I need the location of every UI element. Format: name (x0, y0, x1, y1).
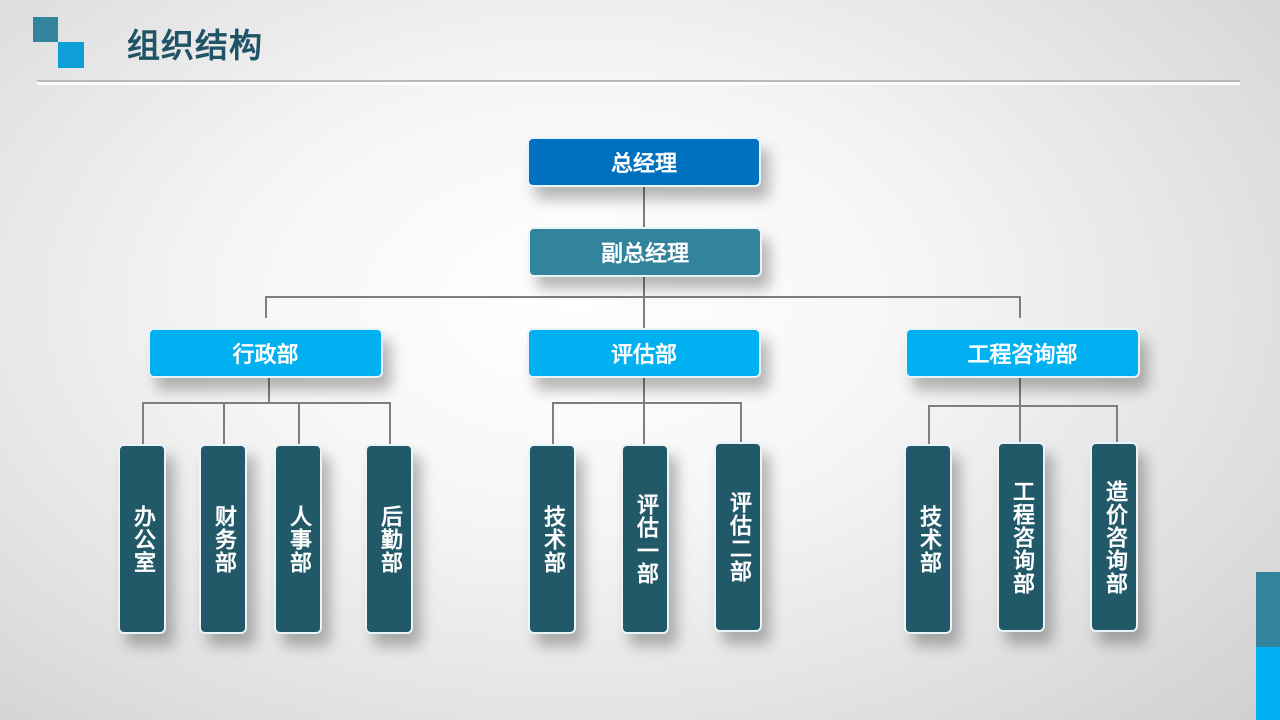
node-label: 评估部 (610, 343, 677, 368)
header-divider (37, 80, 1240, 82)
node-label: 副总经理 (600, 242, 689, 267)
node-deputy-general-manager[interactable]: 副总经理 (528, 227, 762, 277)
connector-leaf (142, 402, 144, 445)
connector-dept2-down (643, 377, 645, 445)
node-general-manager[interactable]: 总经理 (527, 137, 761, 187)
node-leaf-logistics[interactable]: 后勤部 (365, 444, 413, 634)
node-label: 后勤部 (377, 504, 402, 574)
connector-dept2-bus (552, 402, 742, 404)
logo-square-dark (33, 17, 58, 42)
node-leaf-assessment-2[interactable]: 评估二部 (714, 442, 762, 632)
connector-leaf (740, 402, 742, 443)
connector-dept-3 (1019, 296, 1021, 318)
connector-dept-1 (265, 296, 267, 318)
node-dept-administration[interactable]: 行政部 (148, 328, 383, 378)
node-leaf-finance[interactable]: 财务部 (199, 444, 247, 634)
node-leaf-office[interactable]: 办公室 (118, 444, 166, 634)
node-label: 办公室 (130, 504, 155, 574)
connector-leaf (298, 402, 300, 445)
connector-dept-bus (266, 296, 1021, 298)
connector-top-vice (643, 186, 645, 228)
connector-leaf (928, 405, 930, 445)
node-label: 总经理 (610, 152, 677, 177)
node-label: 造价咨询部 (1102, 479, 1127, 595)
page-title: 组织结构 (127, 26, 263, 65)
node-label: 财务部 (211, 504, 236, 574)
node-label: 技术部 (540, 504, 565, 574)
connector-dept1-down (268, 377, 270, 403)
node-leaf-hr[interactable]: 人事部 (274, 444, 322, 634)
connector-leaf (223, 402, 225, 445)
node-label: 工程咨询部 (1009, 479, 1034, 595)
node-label: 行政部 (232, 343, 299, 368)
logo-square-light (58, 42, 84, 68)
node-label: 技术部 (916, 504, 941, 574)
node-label: 评估一部 (633, 493, 658, 585)
node-dept-assessment[interactable]: 评估部 (527, 328, 761, 378)
connector-leaf (389, 402, 391, 445)
node-leaf-technical-2[interactable]: 技术部 (904, 444, 952, 634)
node-leaf-engineering-consulting[interactable]: 工程咨询部 (997, 442, 1045, 632)
header-divider-highlight (37, 82, 1240, 85)
connector-dept3-down (1019, 377, 1021, 443)
connector-vice-bus (643, 276, 645, 328)
node-leaf-assessment-1[interactable]: 评估一部 (621, 444, 669, 634)
connector-dept3-bus (928, 405, 1118, 407)
node-leaf-cost-consulting[interactable]: 造价咨询部 (1090, 442, 1138, 632)
connector-leaf (552, 402, 554, 445)
connector-leaf (1116, 405, 1118, 443)
node-label: 工程咨询部 (967, 343, 1078, 368)
node-leaf-technical-1[interactable]: 技术部 (528, 444, 576, 634)
node-label: 人事部 (286, 504, 311, 574)
node-dept-engineering-consulting[interactable]: 工程咨询部 (905, 328, 1140, 378)
corner-bar-light (1256, 647, 1280, 720)
connector-dept1-bus (142, 402, 390, 404)
node-label: 评估二部 (726, 491, 751, 583)
corner-bar-dark (1256, 572, 1280, 647)
